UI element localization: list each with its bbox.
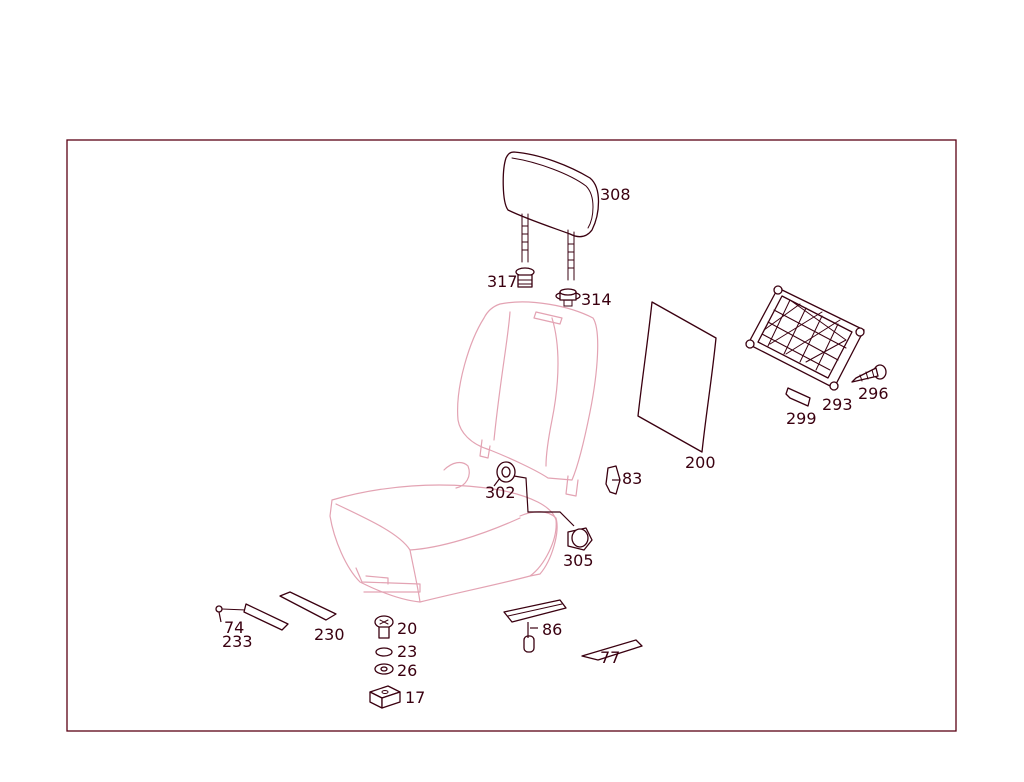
knob-305 (567, 527, 593, 551)
callout-293: 293 (822, 395, 853, 414)
callout-74: 74 (224, 618, 244, 637)
seat-outline (329, 301, 599, 603)
callout-20: 20 (397, 619, 417, 638)
handwheel-302 (496, 461, 516, 483)
diagram-frame (66, 139, 957, 732)
callout-308: 308 (600, 185, 631, 204)
cover-strip-77 (581, 639, 643, 661)
strip-230 (279, 591, 337, 621)
clip-299 (785, 387, 811, 407)
callout-17: 17 (405, 688, 425, 707)
headrest-part (502, 151, 600, 281)
callout-299: 299 (786, 409, 817, 428)
callout-labels: 308 317 314 200 293 296 299 302 83 305 8… (222, 185, 889, 707)
callout-83: 83 (622, 469, 642, 488)
washer-23 (375, 647, 393, 657)
nut-block-17 (369, 685, 401, 709)
callout-77: 77 (600, 648, 620, 667)
screw-296 (851, 364, 887, 383)
callout-296: 296 (858, 384, 889, 403)
leader-lines (218, 475, 620, 638)
callout-317: 317 (487, 272, 518, 291)
callout-200: 200 (685, 453, 716, 472)
guide-sleeve-314 (555, 288, 581, 307)
callout-305: 305 (563, 551, 594, 570)
callout-233: 233 (222, 632, 253, 651)
callout-26: 26 (397, 661, 417, 680)
net-pocket-293 (745, 285, 865, 391)
washer-26 (374, 663, 394, 675)
guide-sleeve-317 (515, 267, 535, 288)
callout-23: 23 (397, 642, 417, 661)
callout-230: 230 (314, 625, 345, 644)
trim-strip-86 (503, 599, 567, 653)
callout-86: 86 (542, 620, 562, 639)
callout-302: 302 (485, 483, 516, 502)
screw-20 (374, 615, 394, 639)
back-panel-200 (637, 301, 717, 453)
callout-314: 314 (581, 290, 612, 309)
